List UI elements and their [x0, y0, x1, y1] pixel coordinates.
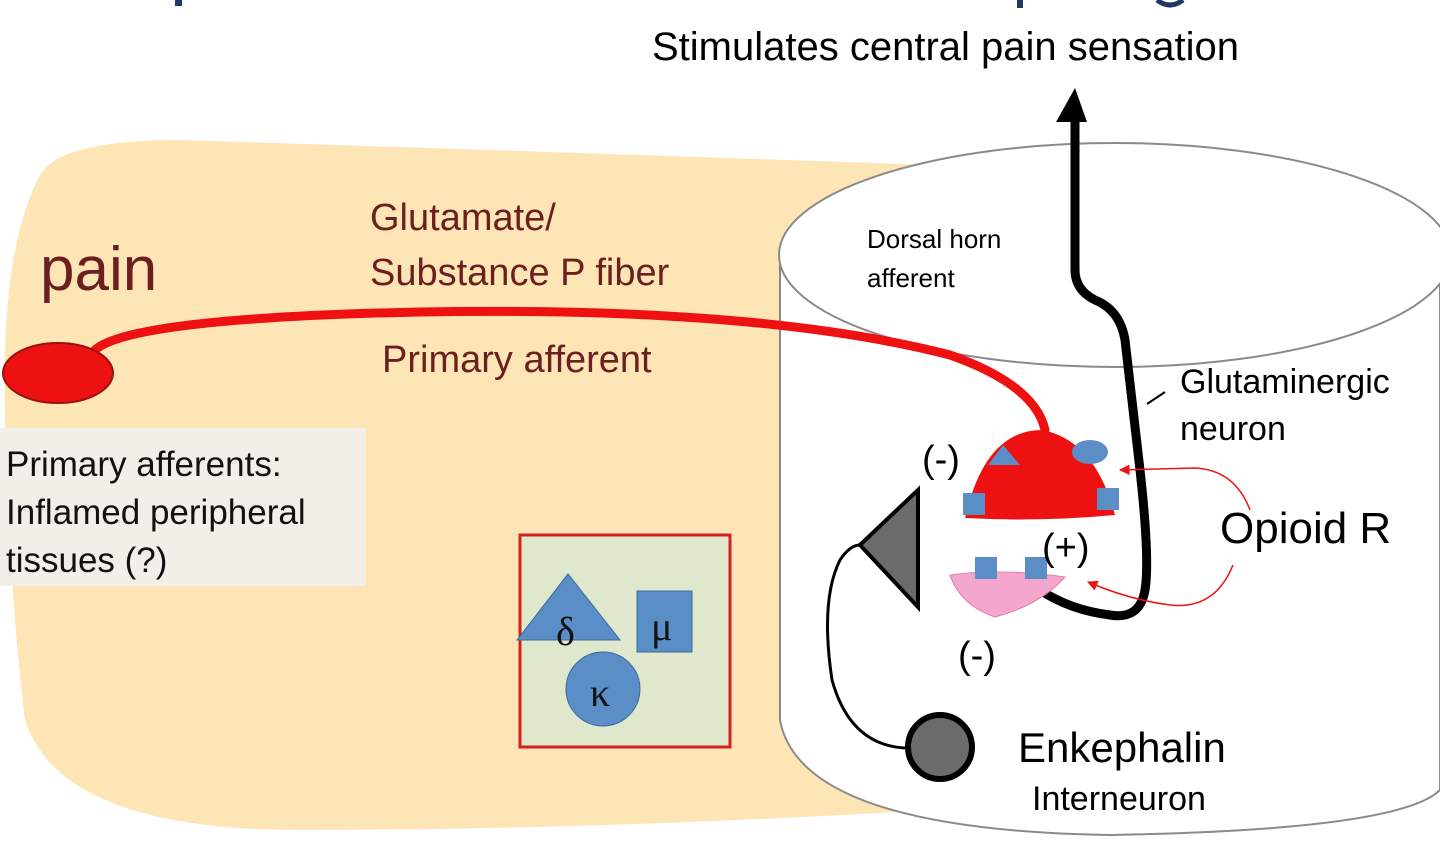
note-line-2: Inflamed peripheral	[6, 493, 306, 532]
delta-symbol: δ	[556, 609, 575, 654]
excite-label: (+)	[1042, 527, 1090, 569]
title-fragment-2	[1017, 0, 1023, 8]
postsynaptic-terminal	[949, 571, 1066, 618]
note-line-3: tissues (?)	[6, 541, 167, 580]
delta-receptor-shape	[515, 573, 622, 641]
nociceptor-ending	[2, 342, 114, 404]
interneuron-label: Interneuron	[1032, 780, 1206, 818]
opioid-arrow-upper	[1118, 464, 1251, 511]
kappa-receptor-shape	[565, 651, 641, 727]
top-output-label: Stimulates central pain sensation	[652, 25, 1239, 69]
note-line-1: Primary afferents:	[6, 445, 282, 484]
mu-receptor-terminal-right	[1097, 488, 1119, 510]
glut-pointer-line	[1146, 391, 1166, 405]
interneuron-terminal	[857, 485, 920, 613]
glutaminergic-label-line2: neuron	[1180, 410, 1286, 448]
kappa-receptor-terminal	[1072, 440, 1108, 464]
interneuron-axon	[826, 543, 906, 750]
primary-afferent-fiber	[90, 306, 1050, 435]
mu-receptor-post-right	[1025, 557, 1047, 579]
inhibit-label-bottom: (-)	[958, 635, 996, 677]
delta-receptor-terminal	[988, 445, 1020, 465]
mu-symbol: μ	[651, 604, 672, 649]
primary-afferent-label: Primary afferent	[382, 339, 652, 381]
enkephalin-label: Enkephalin	[1018, 724, 1226, 771]
mu-receptor-post-left	[975, 557, 997, 579]
fiber-label-line1: Glutamate/	[370, 197, 556, 239]
kappa-symbol: κ	[590, 670, 610, 715]
dorsal-horn-label-line2: afferent	[867, 263, 955, 293]
enkephalin-cell-body	[905, 712, 975, 782]
mu-receptor-shape	[636, 590, 693, 653]
spinal-cord-cylinder	[779, 254, 1440, 837]
glutaminergic-label-line1: Glutaminergic	[1180, 363, 1390, 401]
dorsal-horn-ellipse	[778, 142, 1440, 368]
mu-receptor-terminal-left	[963, 493, 985, 515]
inhibit-label-top: (-)	[922, 439, 960, 481]
opioid-r-label: Opioid R	[1220, 504, 1391, 553]
note-box	[0, 428, 366, 586]
dorsal-horn-label-line1: Dorsal horn	[867, 224, 1001, 254]
up-arrow-head	[1056, 88, 1087, 122]
glutaminergic-neuron-axon	[1035, 105, 1152, 621]
title-fragment-1	[175, 0, 182, 6]
fiber-label-line2: Substance P fiber	[370, 252, 670, 294]
title-fragment-3	[1155, 0, 1185, 8]
opioid-arrow-lower	[1087, 564, 1234, 607]
pain-label: pain	[40, 235, 157, 304]
